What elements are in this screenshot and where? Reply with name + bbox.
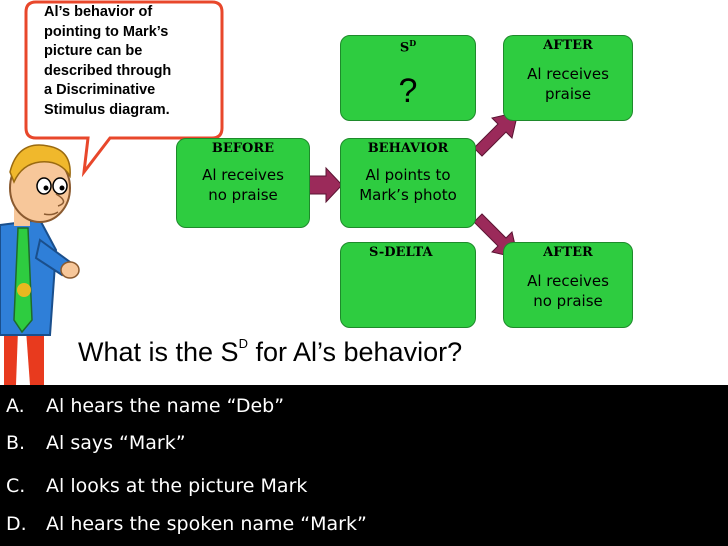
after-bottom-text: Al receives no praise — [527, 272, 609, 310]
before-text: Al receives no praise — [202, 166, 284, 204]
bubble-line: described through — [44, 62, 172, 79]
bubble-line: picture can be — [44, 43, 143, 59]
answers-panel: A.Al hears the name “Deb” B.Al says “Mar… — [0, 385, 728, 546]
answer-c[interactable]: C.Al looks at the picture Mark — [6, 475, 308, 497]
arrow-behavior-to-sd-after — [473, 111, 519, 157]
after-bottom-box: AFTER Al receives no praise — [503, 242, 633, 328]
sd-box: SD ? — [340, 35, 476, 121]
sdelta-box: S-DELTA — [340, 242, 476, 328]
sdelta-title: S-DELTA — [369, 245, 433, 260]
bubble-line: Al’s behavior of — [44, 4, 153, 20]
sd-box-question-mark: ? — [398, 72, 418, 110]
bubble-line: Stimulus diagram. — [44, 101, 170, 118]
bubble-line: a Discriminative — [44, 82, 156, 98]
question-text: What is the SD for Al’s behavior? — [78, 336, 463, 367]
before-box: BEFORE Al receives no praise — [176, 138, 310, 228]
answer-d[interactable]: D.Al hears the spoken name “Mark” — [6, 513, 367, 535]
after-top-title: AFTER — [543, 38, 593, 53]
sd-box-title: SD — [399, 38, 417, 56]
answer-b[interactable]: B.Al says “Mark” — [6, 432, 186, 454]
speech-bubble-shape — [24, 0, 224, 178]
after-top-box: AFTER Al receives praise — [503, 35, 633, 121]
arrow-before-to-behavior — [305, 166, 343, 204]
behavior-title: BEHAVIOR — [367, 141, 449, 156]
behavior-text: Al points to Mark’s photo — [359, 166, 457, 204]
answer-a[interactable]: A.Al hears the name “Deb” — [6, 395, 285, 417]
after-top-text: Al receives praise — [527, 65, 609, 103]
behavior-box: BEHAVIOR Al points to Mark’s photo — [340, 138, 476, 228]
cartoon-character — [0, 144, 80, 385]
after-bottom-title: AFTER — [543, 245, 593, 260]
bubble-line: pointing to Mark’s — [44, 23, 169, 40]
speech-bubble-text: Al’s behavior of pointing to Mark’s pict… — [44, 3, 214, 120]
before-title: BEFORE — [211, 141, 275, 156]
